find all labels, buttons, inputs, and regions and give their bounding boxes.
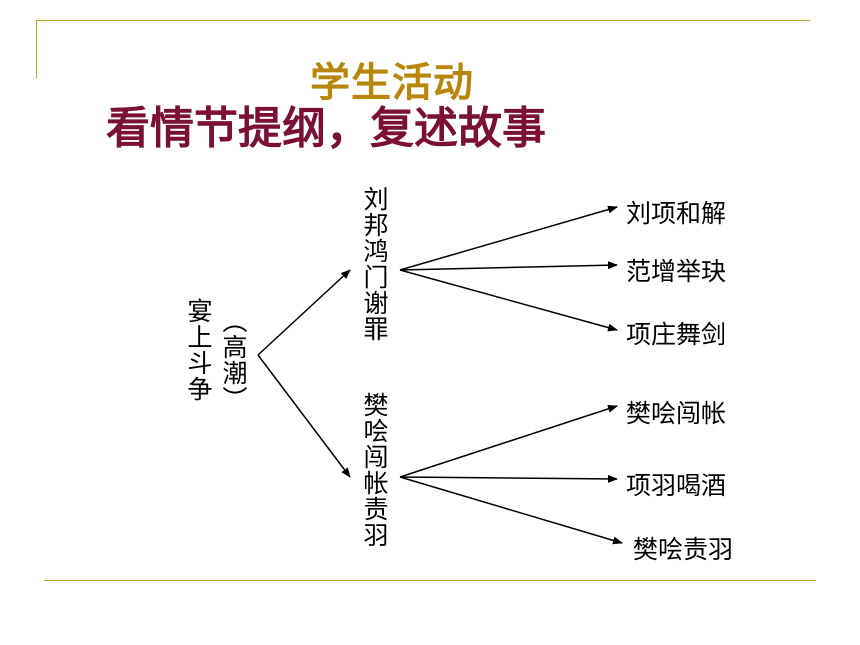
branch-2-child-3: 樊哙责羽	[633, 535, 734, 564]
branch-1-child-3: 项庄舞剑	[626, 320, 727, 349]
arrow-branch-2-child-2	[399, 474, 618, 483]
branch-2-child-2: 项羽喝酒	[626, 471, 727, 500]
frame-bottom-line	[44, 580, 816, 581]
frame-top-line	[36, 20, 810, 21]
slide-title: 学生活动	[310, 60, 474, 106]
branch-1-label: 刘邦鸿门谢罪	[360, 186, 389, 342]
branch-2-child-1: 樊哙闯帐	[626, 399, 727, 428]
slide-subtitle: 看情节提纲，复述故事	[106, 103, 546, 154]
arrow-branch-2-child-3	[399, 476, 623, 545]
arrow-root-to-branch-2	[257, 354, 351, 478]
frame-left-line	[36, 20, 37, 78]
branch-2-label: 樊哙闯帐责羽	[360, 392, 389, 548]
branch-1-child-1: 刘项和解	[626, 199, 727, 228]
root-node-label: 宴上斗争	[184, 298, 213, 402]
root-node-note: （高潮）	[219, 308, 248, 412]
arrow-branch-2-child-1	[399, 404, 618, 478]
arrow-branch-1-child-2	[399, 261, 618, 271]
arrow-branch-1-child-1	[399, 205, 618, 271]
arrow-root-to-branch-1	[257, 269, 351, 356]
arrow-branch-1-child-3	[399, 269, 618, 332]
branch-1-child-2: 范增举玦	[626, 257, 727, 286]
